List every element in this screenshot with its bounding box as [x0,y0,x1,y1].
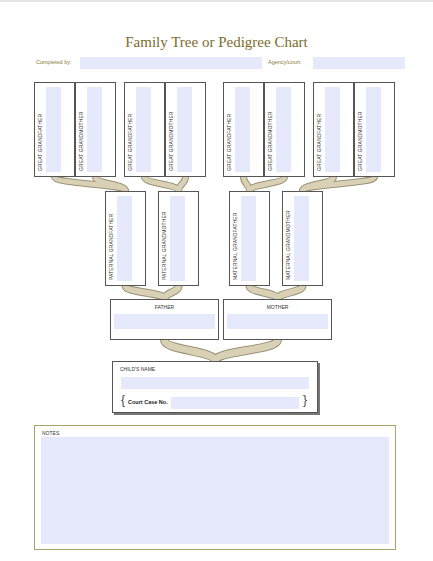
entry-field [227,314,328,329]
branch-outline [250,177,285,191]
tree-branch [126,286,165,299]
branch-outline [215,340,278,361]
tree-branch [250,286,278,299]
entry-field [366,87,381,172]
ancestor-label: GREAT GRANDFATHER [225,114,233,171]
form-label: Agency/court: [268,59,302,66]
parent-box: MOTHER [223,299,332,340]
entry-field [121,377,309,389]
entry-field [117,196,132,281]
branch-outline [165,340,216,361]
tree-branch [278,286,303,299]
entry-field [276,87,291,172]
tree-branch [250,177,285,191]
form-label: Completed by: [36,59,71,66]
entry-field [313,57,405,69]
ancestor-label: PATERNAL GRANDFATHER [107,214,115,280]
top-rule [0,0,433,2]
entry-field [114,314,215,329]
tree-branch [165,340,216,361]
ancestor-box: GREAT GRANDFATHER [313,82,354,177]
ancestor-label: GREAT GRANDMOTHER [77,111,85,171]
ancestor-box: GREAT GRANDMOTHER [165,82,206,177]
entry-field [171,397,299,409]
entry-field [294,196,309,281]
tree-branch [215,340,278,361]
parent-box: FATHER [110,299,219,340]
entry-field [177,87,192,172]
child-box: CHILD'S NAME [112,361,318,413]
ancestor-label: GREAT GRANDFATHER [315,114,323,171]
branch-outline [278,286,303,299]
entry-field [87,87,102,172]
entry-field [46,87,61,172]
ancestor-box: GREAT GRANDMOTHER [354,82,395,177]
branch-outline [126,286,165,299]
branch-outline [165,286,179,299]
ancestor-label: PATERNAL GRANDMOTHER [160,211,168,280]
branch-outline [145,177,179,191]
branch-outline [250,286,278,299]
entry-field [41,437,389,544]
tree-branch [165,286,179,299]
tree-branch [179,177,186,191]
tree-branch [96,177,126,191]
branch-outline [179,177,186,191]
ancestor-box: GREAT GRANDFATHER [223,82,264,177]
entry-field [80,57,262,69]
ancestor-box: GREAT GRANDMOTHER [264,82,305,177]
box-label: FATHER [111,304,218,311]
ancestor-box: GREAT GRANDFATHER [124,82,165,177]
entry-field [325,87,340,172]
ancestor-box: PATERNAL GRANDFATHER [105,191,146,286]
ancestor-box: GREAT GRANDMOTHER [75,82,116,177]
tree-branch [303,177,375,191]
entry-field [241,196,256,281]
chart-title: Family Tree or Pedigree Chart [0,33,433,51]
notes-heading: NOTES [42,430,59,437]
entry-field [235,87,250,172]
tree-branch [55,177,126,191]
ancestor-label: GREAT GRANDFATHER [126,114,134,171]
box-label: MOTHER [224,304,331,311]
entry-field [170,196,185,281]
ancestor-label: GREAT GRANDFATHER [36,114,44,171]
ancestor-label: GREAT GRANDMOTHER [266,111,274,171]
ancestor-box: PATERNAL GRANDMOTHER [158,191,199,286]
branch-outline [303,177,375,191]
tree-branch [145,177,179,191]
ancestor-label: MATERNAL GRANDFATHER [231,213,239,280]
ancestor-label: MATERNAL GRANDMOTHER [284,210,292,280]
ancestor-label: GREAT GRANDMOTHER [167,111,175,171]
notes-box: NOTES [34,425,396,550]
ancestor-box: MATERNAL GRANDMOTHER [282,191,323,286]
ancestor-label: GREAT GRANDMOTHER [356,111,364,171]
branch-outline [55,177,126,191]
box-label: CHILD'S NAME [120,366,155,373]
ancestor-box: MATERNAL GRANDFATHER [229,191,270,286]
ancestor-box: GREAT GRANDFATHER [34,82,75,177]
entry-field [136,87,151,172]
